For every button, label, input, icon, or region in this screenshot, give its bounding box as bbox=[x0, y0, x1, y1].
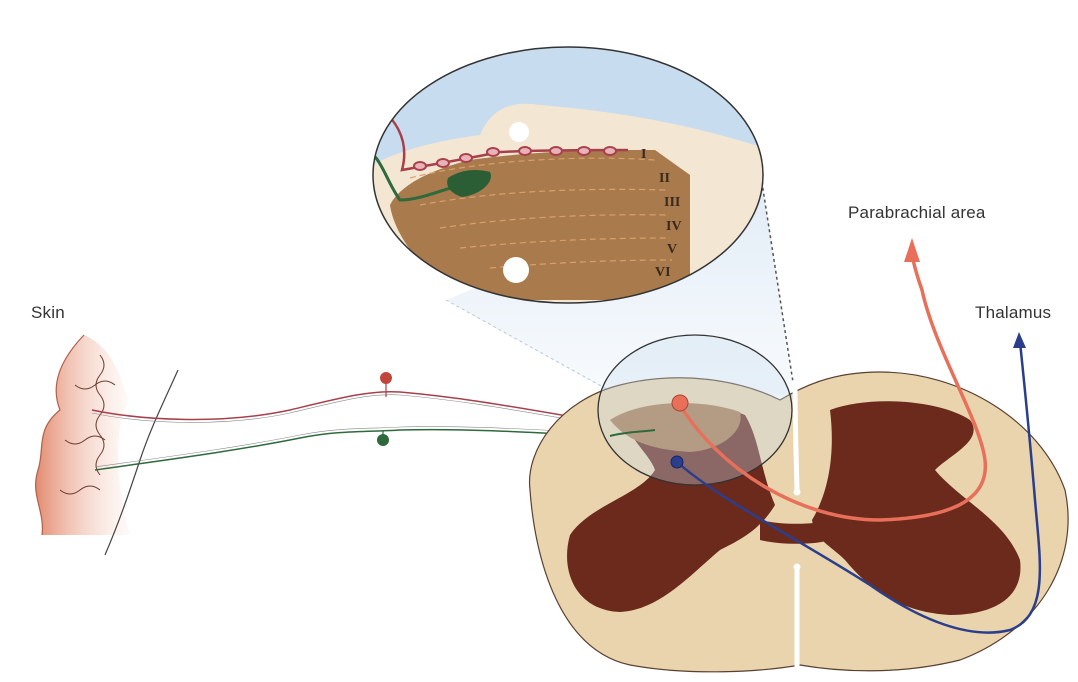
lamina-label-II: II bbox=[659, 171, 670, 186]
thalamus-label: Thalamus bbox=[975, 303, 1051, 323]
lamina-label-I: I bbox=[641, 147, 646, 162]
lamina-label-IV: IV bbox=[666, 219, 682, 234]
nociceptor-fiber bbox=[92, 392, 620, 425]
skin-illustration bbox=[36, 335, 130, 535]
nociceptor-cell-body bbox=[380, 372, 392, 384]
lamina-label-V: V bbox=[667, 242, 677, 257]
deep-dorsal-horn-projection-neuron bbox=[671, 456, 683, 468]
lamina-label-III: III bbox=[664, 195, 680, 210]
parabrachial-arrowhead bbox=[904, 238, 920, 262]
skin-label: Skin bbox=[31, 303, 65, 323]
parabrachial-area-label: Parabrachial area bbox=[848, 203, 986, 223]
afferent-cell-body bbox=[377, 434, 389, 446]
lamina-I-projection-neuron bbox=[672, 395, 688, 411]
lamina-label-VI: VI bbox=[655, 265, 671, 280]
thalamus-arrowhead bbox=[1013, 332, 1026, 348]
dorsal-horn-highlight-circle bbox=[598, 335, 792, 485]
